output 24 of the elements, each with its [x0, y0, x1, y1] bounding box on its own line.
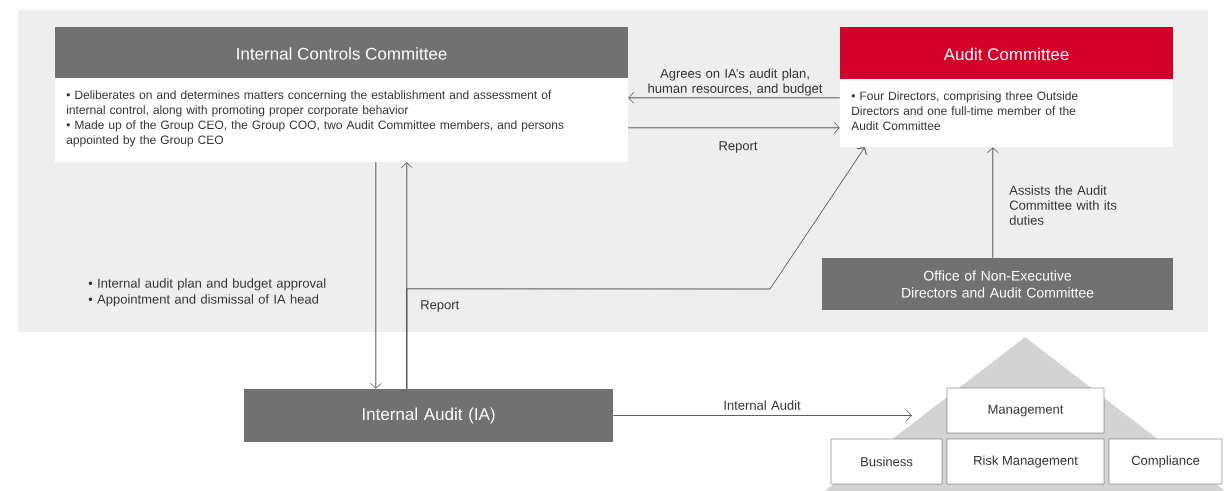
edge-label: Assists the Audit Committee with its duties	[1009, 185, 1117, 225]
area-box: Management	[946, 387, 1105, 434]
bullet-text: • Four Directors, comprising three Outside Directors and one full-time member of the Audit Committee	[851, 91, 1078, 130]
process-box: Internal Audit (IA)	[244, 389, 613, 442]
arrow	[627, 121, 840, 134]
edge-label: Report	[719, 141, 758, 153]
arrow	[612, 409, 912, 422]
arrow	[986, 147, 999, 259]
area-box: Risk Management	[946, 438, 1105, 485]
bullet-text: • Internal audit plan and budget approval	[88, 278, 326, 291]
edge-label: Report	[421, 300, 460, 312]
arrow	[369, 161, 382, 389]
header-band: Audit Committee	[840, 27, 1173, 79]
edge-label: Agrees on IA’s audit plan, human resources, and budget	[648, 68, 823, 96]
edge-label: Internal Audit	[724, 400, 801, 410]
arrow	[628, 91, 841, 104]
bullet-text: • Made up of the Group CEO, the Group COO, two Audit Committee members, and persons appointed by the Group CEO	[66, 120, 564, 147]
process-box: Office of Non-Executive Directors and Audit Committee	[822, 258, 1173, 310]
area-box: Business	[830, 438, 943, 485]
area-box: Compliance	[1108, 438, 1223, 485]
arrow	[406, 147, 867, 390]
bullet-text: • Deliberates on and determines matters concerning the establishment and assessment of internal control, along with promoting proper corporate behavior	[66, 90, 552, 117]
bullet-text: • Appointment and dismissal of IA head	[88, 294, 319, 307]
header-band: Internal Controls Committee	[55, 27, 628, 78]
